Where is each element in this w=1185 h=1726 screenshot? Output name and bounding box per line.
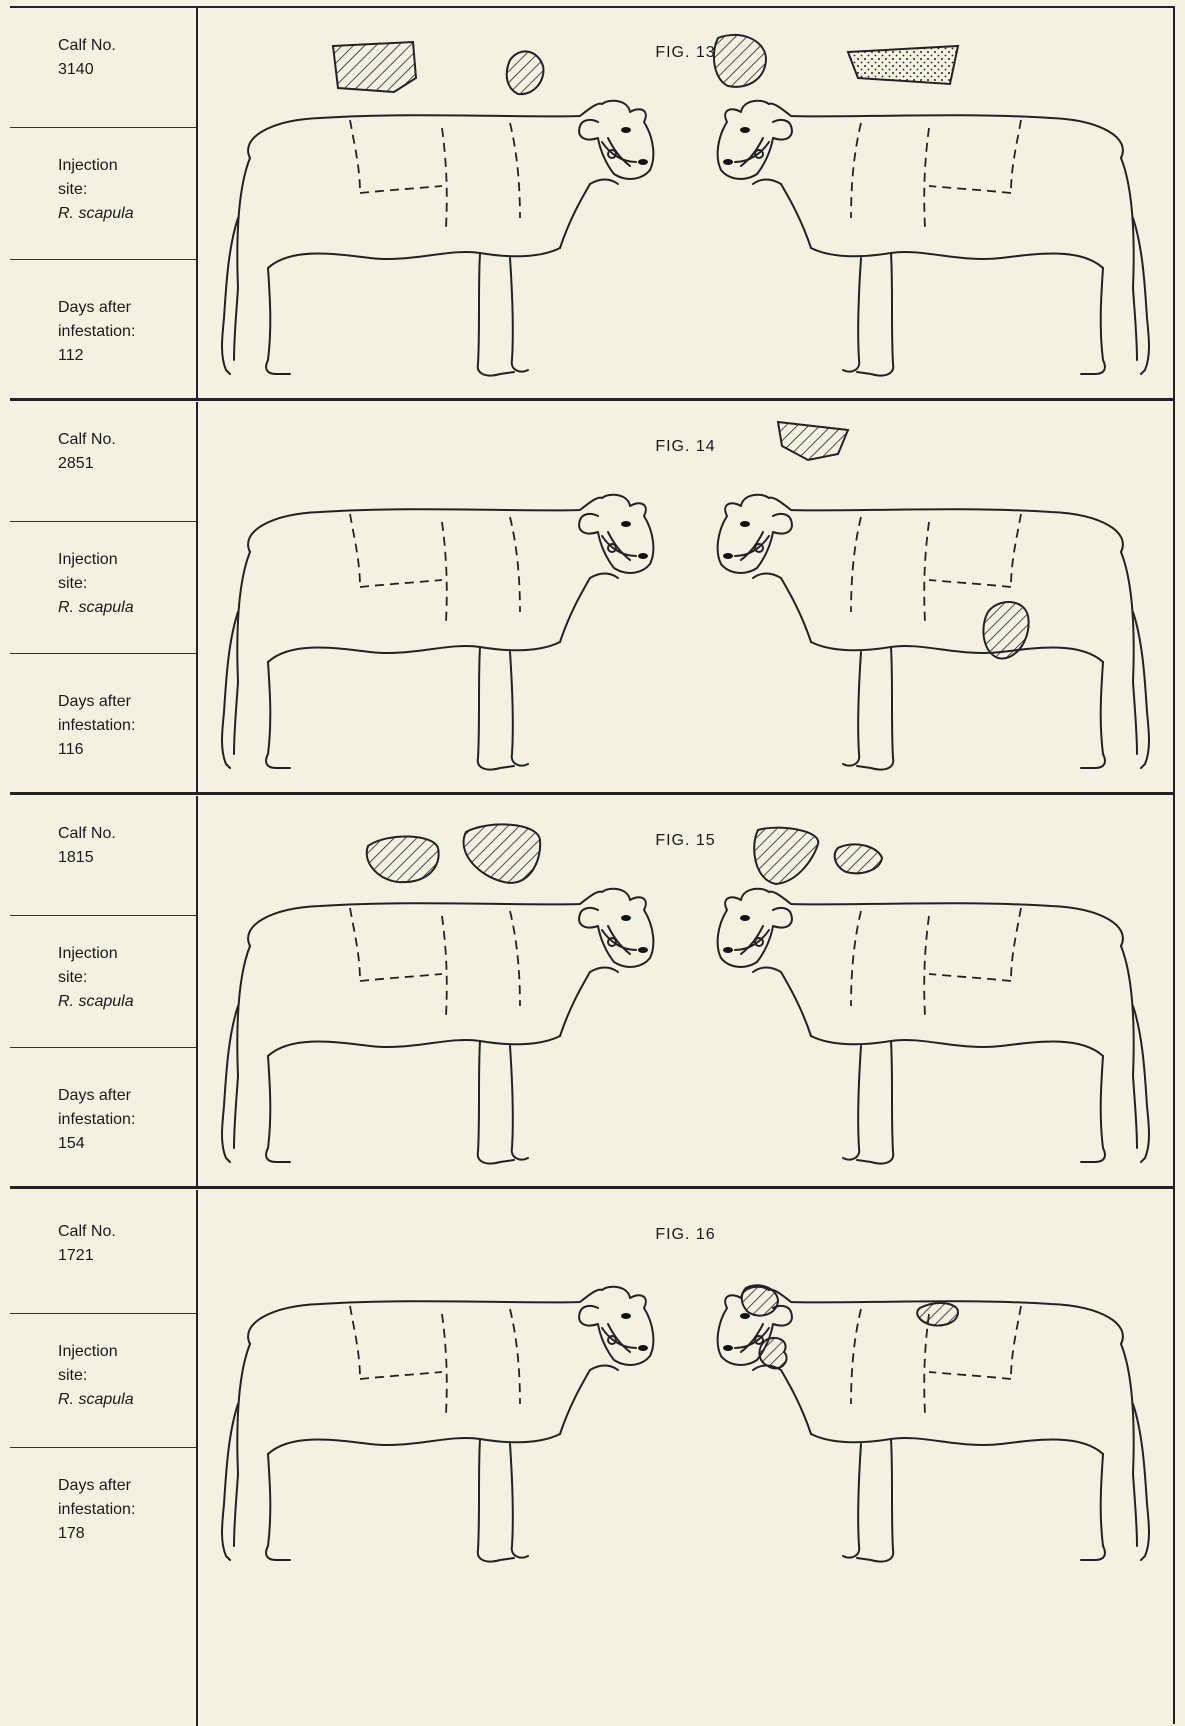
days-label-2: infestation: [58,1498,196,1522]
panel-divider [10,792,1173,795]
calf-number-cell: Calf No. 1815 [10,822,196,916]
lesion-left-1 [367,836,439,882]
calf-label: Calf No. [58,822,196,846]
lesion-right-3 [917,1303,958,1325]
calf-number: 1721 [58,1244,196,1268]
calf-number: 3140 [58,58,196,82]
cattle-illustration [198,8,1173,400]
lesion-right-2 [759,1338,786,1368]
injection-label: Injection [58,154,196,178]
days-label: Days after [58,296,196,320]
lesion-right-1 [742,1285,778,1315]
days-label: Days after [58,1474,196,1498]
lesion-right-2 [848,46,958,84]
days-value: 178 [58,1522,196,1546]
injection-label: Injection [58,942,196,966]
calf-label: Calf No. [58,1220,196,1244]
injection-site: R. scapula [58,205,134,222]
injection-site: R. scapula [58,993,134,1010]
lesion-left-1 [333,42,416,92]
injection-label: Injection [58,1340,196,1364]
lesion-right-2 [835,844,882,873]
calf-number: 1815 [58,846,196,870]
days-label: Days after [58,690,196,714]
lesion-right-1 [714,35,766,87]
lesion-right-1 [778,422,848,460]
injection-label: Injection [58,548,196,572]
info-column: Calf No. 1721 Injection site: R. scapula… [10,1190,198,1726]
info-column: Calf No. 2851 Injection site: R. scapula… [10,402,198,794]
figure-panel-14: Calf No. 2851 Injection site: R. scapula… [10,402,1173,794]
injection-label-2: site: [58,178,196,202]
injection-label-2: site: [58,572,196,596]
days-cell: Days after infestation: 154 [10,1084,196,1174]
days-value: 116 [58,738,196,762]
figure-plate: Calf No. 3140 Injection site: R. scapula… [10,6,1175,1724]
days-value: 112 [58,344,196,368]
panel-divider [10,398,1173,401]
calf-number: 2851 [58,452,196,476]
days-label-2: infestation: [58,1108,196,1132]
injection-site: R. scapula [58,599,134,616]
figure-panel-15: Calf No. 1815 Injection site: R. scapula… [10,796,1173,1188]
injection-label-2: site: [58,966,196,990]
calf-label: Calf No. [58,34,196,58]
days-label-2: infestation: [58,714,196,738]
figure-panel-16: Calf No. 1721 Injection site: R. scapula… [10,1190,1173,1726]
info-column: Calf No. 1815 Injection site: R. scapula… [10,796,198,1188]
injection-label-2: site: [58,1364,196,1388]
days-cell: Days after infestation: 112 [10,296,196,386]
calf-label: Calf No. [58,428,196,452]
injection-site-cell: Injection site: R. scapula [10,942,196,1048]
days-cell: Days after infestation: 178 [10,1474,196,1564]
lesion-left-2 [507,51,544,94]
info-column: Calf No. 3140 Injection site: R. scapula… [10,8,198,400]
injection-site-cell: Injection site: R. scapula [10,1340,196,1448]
calf-number-cell: Calf No. 1721 [10,1220,196,1314]
cattle-illustration [198,796,1173,1188]
figure-panel-13: Calf No. 3140 Injection site: R. scapula… [10,8,1173,400]
days-label-2: infestation: [58,320,196,344]
lesion-right-1 [754,828,818,884]
cattle-illustration [198,402,1173,794]
calf-number-cell: Calf No. 3140 [10,34,196,128]
days-value: 154 [58,1132,196,1156]
calf-number-cell: Calf No. 2851 [10,428,196,522]
days-cell: Days after infestation: 116 [10,690,196,780]
days-label: Days after [58,1084,196,1108]
injection-site: R. scapula [58,1391,134,1408]
lesion-left-2 [464,824,541,882]
panel-divider [10,1186,1173,1189]
injection-site-cell: Injection site: R. scapula [10,154,196,260]
injection-site-cell: Injection site: R. scapula [10,548,196,654]
cattle-illustration [198,1190,1173,1590]
